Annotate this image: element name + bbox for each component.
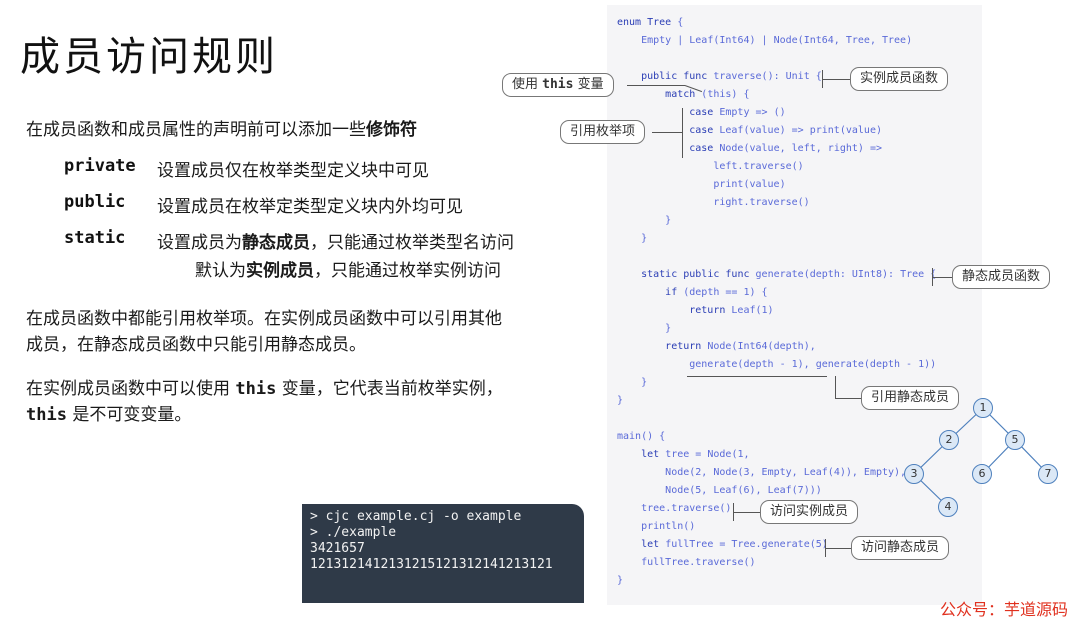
code-line: if (depth == 1) {	[665, 287, 768, 298]
para3-this-code-2: this	[26, 405, 67, 425]
terminal-line: > cjc example.cj -o example	[310, 509, 522, 524]
tree-node: 7	[1038, 464, 1058, 484]
code-line: }	[617, 215, 672, 226]
modifier-desc-public: 设置成员在枚举定类型定义块内外均可见	[157, 197, 463, 217]
tree-node: 4	[938, 497, 958, 517]
modifier-desc-static: 设置成员为静态成员，只能通过枚举类型名访问	[157, 228, 514, 253]
code-line: let tree = Node(1,	[641, 449, 750, 460]
intro-prefix: 在成员函数和成员属性的声明前可以添加一些	[26, 120, 366, 140]
default-bold: 实例成员	[246, 261, 314, 281]
code-line: enum Tree {	[617, 17, 684, 28]
para3-this-code: this	[235, 379, 277, 399]
this-variable-text: 在实例成员函数中可以使用 this 变量，它代表当前枚举实例， this 是不可…	[26, 376, 503, 428]
callout-instance-func: 实例成员函数	[850, 67, 949, 91]
para2-line1: 在成员函数中都能引用枚举项。在实例成员函数中可以引用其他	[26, 309, 502, 329]
connector-line	[687, 376, 827, 377]
code-line: println()	[641, 521, 696, 532]
default-prefix: 默认为	[195, 261, 246, 281]
para2-line2: 成员，在静态成员函数中只能引用静态成员。	[26, 335, 366, 355]
tree-node: 3	[904, 464, 924, 484]
intro-bold: 修饰符	[366, 120, 417, 140]
code-line: let fullTree = Tree.generate(5)	[641, 539, 828, 550]
connector-line	[822, 79, 850, 80]
modifier-keyword-public: public	[64, 192, 126, 212]
member-reference-text: 在成员函数中都能引用枚举项。在实例成员函数中可以引用其他 成员，在静态成员函数中…	[26, 306, 502, 358]
callout-access-instance: 访问实例成员	[760, 500, 859, 524]
code-line: Node(2, Node(3, Empty, Leaf(4)), Empty),	[665, 467, 907, 478]
page-title: 成员访问规则	[20, 34, 278, 80]
static-desc-suffix: ，只能通过枚举类型名访问	[310, 233, 514, 253]
modifier-keyword-private: private	[64, 156, 136, 176]
terminal-line: > ./example	[310, 525, 397, 540]
callout-static-func: 静态成员函数	[952, 265, 1051, 289]
callout-code: this	[542, 77, 574, 92]
callout-access-static: 访问静态成员	[851, 536, 950, 560]
terminal-output: > cjc example.cj -o example > ./example …	[302, 504, 584, 603]
default-suffix: ，只能通过枚举实例访问	[314, 261, 501, 281]
para3-suffix: 变量，它代表当前枚举实例，	[276, 379, 503, 399]
connector-line	[652, 132, 682, 133]
modifier-desc-private: 设置成员仅在枚举类型定义块中可见	[157, 161, 429, 181]
terminal-line: 1213121412131215121312141213121	[310, 557, 553, 572]
para3-line2-suffix: 是不可变变量。	[66, 405, 192, 425]
para3-line2: this 是不可变变量。	[26, 402, 503, 428]
para3-prefix: 在实例成员函数中可以使用	[26, 379, 236, 399]
callout-text: 使用	[512, 77, 543, 92]
connector-line	[835, 376, 836, 398]
connector-line	[733, 512, 760, 513]
code-line: tree.traverse()	[641, 503, 732, 514]
terminal-line: 3421657	[310, 541, 365, 556]
code-line: public func traverse(): Unit {	[641, 71, 822, 82]
code-line: right.traverse()	[713, 197, 810, 208]
modifier-keyword-static: static	[64, 228, 126, 248]
code-line: generate(depth - 1), generate(depth - 1)…	[689, 359, 937, 370]
connector-line	[627, 85, 685, 86]
code-line: static public func generate(depth: UInt8…	[641, 269, 937, 280]
code-line: }	[617, 233, 648, 244]
callout-ref-static: 引用静态成员	[861, 386, 960, 410]
static-desc-bold: 静态成员	[242, 233, 310, 253]
code-line: fullTree.traverse()	[641, 557, 756, 568]
code-line: case Leaf(value) => print(value)	[689, 125, 882, 136]
connector-line	[682, 108, 683, 158]
para3-line1: 在实例成员函数中可以使用 this 变量，它代表当前枚举实例，	[26, 376, 503, 402]
default-member-line: 默认为实例成员，只能通过枚举实例访问	[195, 256, 501, 281]
code-line: return Leaf(1)	[689, 305, 774, 316]
code-line: Node(5, Leaf(6), Leaf(7)))	[665, 485, 822, 496]
code-line: case Empty => ()	[689, 107, 786, 118]
code-line: match (this) {	[665, 89, 750, 100]
code-line: print(value)	[713, 179, 786, 190]
callout-text: 变量	[573, 77, 604, 92]
tree-node: 5	[1005, 430, 1025, 450]
callout-ref-enum-item: 引用枚举项	[560, 120, 646, 144]
code-line: }	[617, 323, 672, 334]
static-desc-prefix: 设置成员为	[157, 233, 242, 253]
connector-line	[835, 398, 861, 399]
code-line: return Node(Int64(depth),	[665, 341, 816, 352]
code-line: }	[617, 377, 648, 388]
callout-use-this: 使用 this 变量	[502, 73, 614, 97]
tree-node: 2	[939, 430, 959, 450]
code-line: main() {	[617, 431, 666, 442]
code-line: case Node(value, left, right) =>	[689, 143, 882, 154]
code-line: Empty | Leaf(Int64) | Node(Int64, Tree, …	[641, 35, 913, 46]
tree-node: 6	[972, 464, 992, 484]
code-line: }	[617, 395, 624, 406]
intro-text: 在成员函数和成员属性的声明前可以添加一些修饰符	[26, 117, 417, 143]
code-line: }	[617, 575, 624, 586]
watermark: 公众号：芋道源码	[939, 600, 1068, 619]
connector-line	[932, 277, 952, 278]
tree-node: 1	[973, 398, 993, 418]
code-line: left.traverse()	[713, 161, 804, 172]
connector-line	[825, 548, 851, 549]
